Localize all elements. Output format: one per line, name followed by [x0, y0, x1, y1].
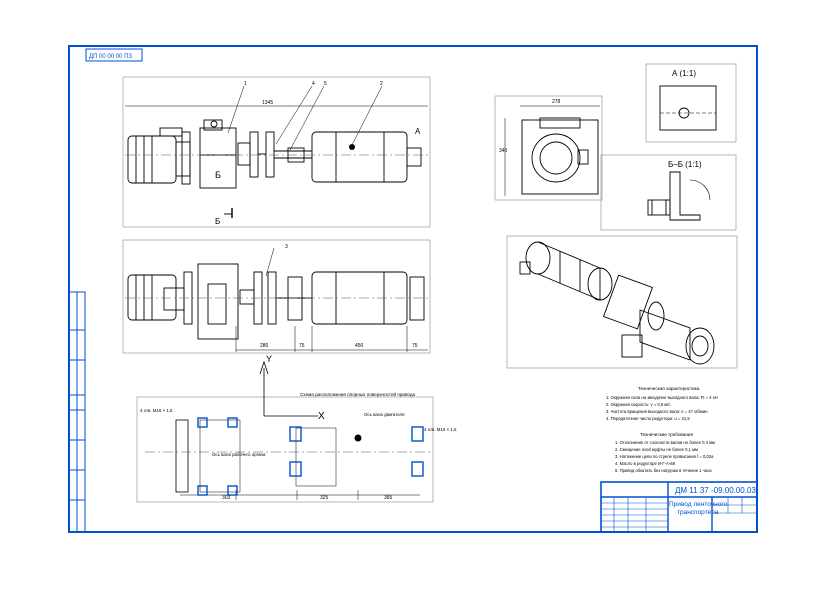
axis-x-label: X [318, 411, 325, 422]
sheet-frame [68, 45, 758, 533]
req-title: Технические требования [640, 432, 693, 437]
side-view [504, 105, 600, 196]
req-line-4: 4. Масло в редукторе И-Г-А-68 [615, 461, 676, 466]
side-height-dim: 340 [499, 148, 508, 154]
title-line-1: Привод ленточного [669, 501, 728, 508]
tech-line-4: 4. Передаточное число редуктора: u = 31,… [606, 416, 690, 421]
note-left: 4 отв. М16 × 1,5 [140, 408, 173, 413]
support-holes [197, 417, 424, 496]
tech-line-1: 1. Окружная сила на звездочке выходного … [606, 395, 718, 400]
front-view-box [122, 76, 431, 228]
tech-title: Техническая характеристика [638, 386, 700, 391]
callout-1: 1 [244, 81, 247, 87]
title-line-2: транспортера [677, 509, 719, 516]
plan-view [125, 247, 428, 352]
section-b-label: Б [215, 170, 221, 180]
plan-bottom-dim-3: 365 [384, 495, 393, 501]
front-overall-dim: 1345 [262, 100, 273, 106]
detail-b-box [600, 154, 737, 231]
detail-b-title: Б–Б (1:1) [668, 160, 702, 169]
detail-a-title: А (1:1) [672, 69, 696, 78]
req-line-2: 2. Смещение осей муфты не более 0,1 мм [615, 447, 698, 452]
stamp-code: ДП 00 00 00 ПЗ [89, 54, 132, 60]
req-line-3: 3. Натяжение цепи по стреле провисания f… [615, 454, 714, 459]
section-b-cut-label: Б [215, 217, 220, 226]
tech-requirements-block: Технические требования 1. Отклонение от … [615, 432, 715, 473]
side-width-dim: 278 [552, 99, 561, 105]
req-line-5: 5. Привод обкатать без нагрузки в течени… [615, 468, 712, 473]
iso-view [519, 241, 715, 365]
tech-line-3: 3. Частота вращения выходного вала: n = … [606, 409, 708, 414]
front-view [125, 85, 428, 218]
section-a-label: А [415, 127, 421, 136]
support-plan-box [136, 396, 434, 503]
note-axis: Ось вала рабочего органа [212, 452, 266, 457]
plan-dim-3: 450 [355, 343, 364, 349]
callout-4: 4 [312, 81, 315, 87]
detail-a-box [645, 63, 737, 143]
axis-y-label: Y [266, 354, 272, 364]
doc-number: ДМ 11 37 -09.00.00.03 [675, 486, 756, 495]
callout-2: 2 [380, 81, 383, 87]
detail-b [647, 171, 711, 221]
drum-center-mark [349, 144, 355, 150]
note-right: 4 отв. М16 × 1,5 [424, 427, 457, 432]
tech-line-2: 2. Окружная скорость: v = 0,9 м/с [606, 402, 671, 407]
note-center: Ось вала двигателя [364, 412, 405, 417]
support-plan-title: Схема расположения опорных поверхностей … [300, 391, 416, 397]
left-binding-strip [68, 291, 86, 533]
support-plan [145, 360, 430, 500]
plan-bottom-dim-1: 303 [222, 495, 231, 501]
plan-dim-2: 75 [299, 343, 305, 349]
stamp-box [85, 48, 143, 62]
tech-spec-block: Техническая характеристика 1. Окружная с… [606, 386, 718, 421]
title-block [600, 481, 758, 533]
req-line-1: 1. Отклонение от соосности валов не боле… [615, 440, 715, 445]
plan-bottom-dim-2: 325 [320, 495, 329, 501]
detail-a [659, 85, 717, 131]
plan-dim-4: 75 [412, 343, 418, 349]
side-view-box [494, 95, 603, 201]
plan-view-box [122, 239, 431, 354]
callout-5: 5 [324, 81, 327, 87]
plan-callout: 3 [285, 244, 288, 250]
plan-dim-1: 280 [260, 343, 269, 349]
iso-view-box [506, 235, 738, 369]
support-center-mark [354, 434, 362, 442]
